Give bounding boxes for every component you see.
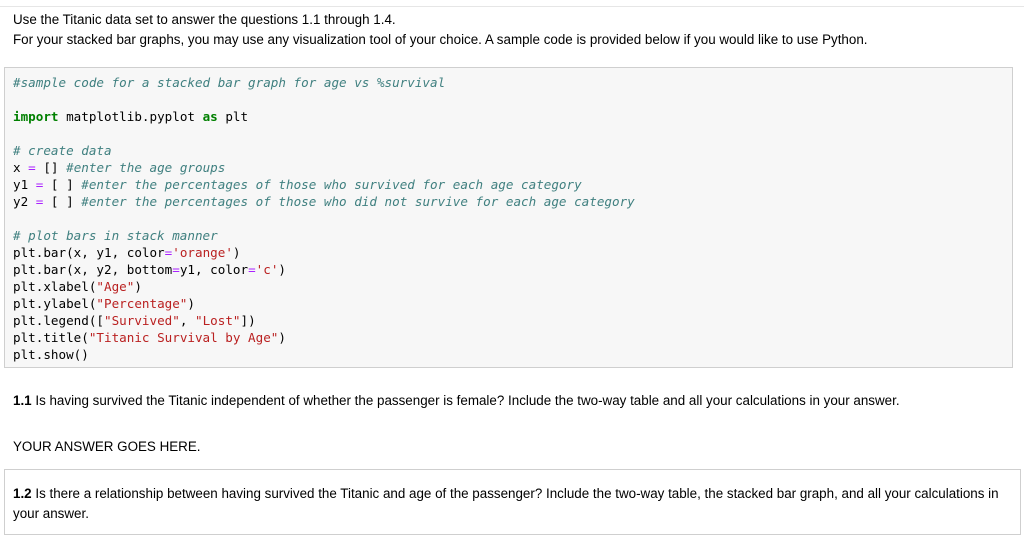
code-line-10: # plot bars in stack manner: [13, 227, 635, 244]
code-comment: #enter the age groups: [66, 160, 226, 175]
instructions-line-2: For your stacked bar graphs, you may use…: [13, 32, 868, 47]
operator: =: [28, 160, 36, 175]
code-line-12: plt.bar(x, y2, bottom=y1, color='c'): [13, 261, 635, 278]
code-text: ,: [179, 313, 195, 328]
answer-cell[interactable]: YOUR ANSWER GOES HERE.: [13, 439, 201, 454]
string-literal: 'c': [255, 262, 279, 277]
operator: =: [164, 245, 173, 260]
operator: =: [172, 262, 180, 277]
code-text: ): [278, 262, 287, 277]
string-literal: "Lost": [195, 313, 241, 328]
string-literal: "Titanic Survival by Age": [88, 330, 279, 345]
code-text: plt.bar(x, y1, color: [13, 245, 165, 260]
code-text: plt.ylabel(: [13, 296, 97, 311]
top-divider: [0, 0, 1024, 7]
code-line-15: plt.legend(["Survived", "Lost"]): [13, 312, 635, 329]
code-text: matplotlib.pyplot: [58, 109, 203, 124]
code-line-1: #sample code for a stacked bar graph for…: [13, 74, 635, 91]
code-text: plt.xlabel(: [13, 279, 97, 294]
code-text: plt.show(): [13, 347, 89, 362]
code-cell[interactable]: #sample code for a stacked bar graph for…: [4, 67, 1013, 368]
code-line-17: plt.show(): [13, 346, 635, 363]
keyword: as: [202, 109, 218, 124]
code-text: ): [187, 296, 195, 311]
code-comment: #enter the percentages of those who did …: [81, 194, 635, 209]
question-text: Is there a relationship between having s…: [13, 486, 999, 521]
code-text: [ ]: [43, 177, 82, 192]
code-comment: #sample code for a stacked bar graph for…: [13, 75, 446, 90]
code-line-7: y1 = [ ] #enter the percentages of those…: [13, 176, 635, 193]
code-line-8: y2 = [ ] #enter the percentages of those…: [13, 193, 635, 210]
code-line-2: [13, 91, 635, 108]
code-text: ]): [240, 313, 256, 328]
instructions-cell[interactable]: Use the Titanic data set to answer the q…: [13, 10, 867, 50]
code-line-13: plt.xlabel("Age"): [13, 278, 635, 295]
operator: =: [35, 194, 44, 209]
operator: =: [248, 262, 256, 277]
code-text: y1, color: [179, 262, 249, 277]
question-number: 1.1: [13, 393, 32, 408]
code-line-16: plt.title("Titanic Survival by Age"): [13, 329, 635, 346]
code-editor[interactable]: #sample code for a stacked bar graph for…: [13, 74, 635, 363]
instructions-line-1: Use the Titanic data set to answer the q…: [13, 12, 396, 27]
string-literal: "Percentage": [96, 296, 188, 311]
code-line-9: [13, 210, 635, 227]
code-text: []: [35, 160, 67, 175]
code-text: ): [134, 279, 142, 294]
code-text: [ ]: [43, 194, 82, 209]
code-text: ): [278, 330, 286, 345]
code-line-3: import matplotlib.pyplot as plt: [13, 108, 635, 125]
code-text: plt.title(: [13, 330, 89, 345]
code-line-14: plt.ylabel("Percentage"): [13, 295, 635, 312]
code-line-6: x = [] #enter the age groups: [13, 159, 635, 176]
code-text: plt.legend([: [13, 313, 104, 328]
string-literal: "Age": [96, 279, 135, 294]
question-1-2: 1.2 Is there a relationship between havi…: [13, 484, 1003, 524]
code-line-5: # create data: [13, 142, 635, 159]
question-1-2-cell[interactable]: 1.2 Is there a relationship between havi…: [4, 469, 1021, 535]
code-text: plt.bar(x, y2, bottom: [13, 262, 173, 277]
code-comment: #enter the percentages of those who surv…: [81, 177, 582, 192]
string-literal: 'orange': [172, 245, 233, 260]
code-comment: # create data: [13, 143, 112, 158]
code-text: plt: [217, 109, 249, 124]
keyword: import: [13, 109, 59, 124]
code-text: ): [232, 245, 241, 260]
code-comment: # plot bars in stack manner: [13, 228, 218, 243]
operator: =: [35, 177, 44, 192]
code-text: y1: [13, 177, 36, 192]
code-line-4: [13, 125, 635, 142]
code-line-11: plt.bar(x, y1, color='orange'): [13, 244, 635, 261]
question-1-1-cell[interactable]: 1.1 Is having survived the Titanic indep…: [13, 391, 900, 411]
string-literal: "Survived": [104, 313, 180, 328]
question-text: Is having survived the Titanic independe…: [31, 393, 900, 408]
code-text: x: [13, 160, 29, 175]
code-text: y2: [13, 194, 36, 209]
question-number: 1.2: [13, 486, 32, 501]
